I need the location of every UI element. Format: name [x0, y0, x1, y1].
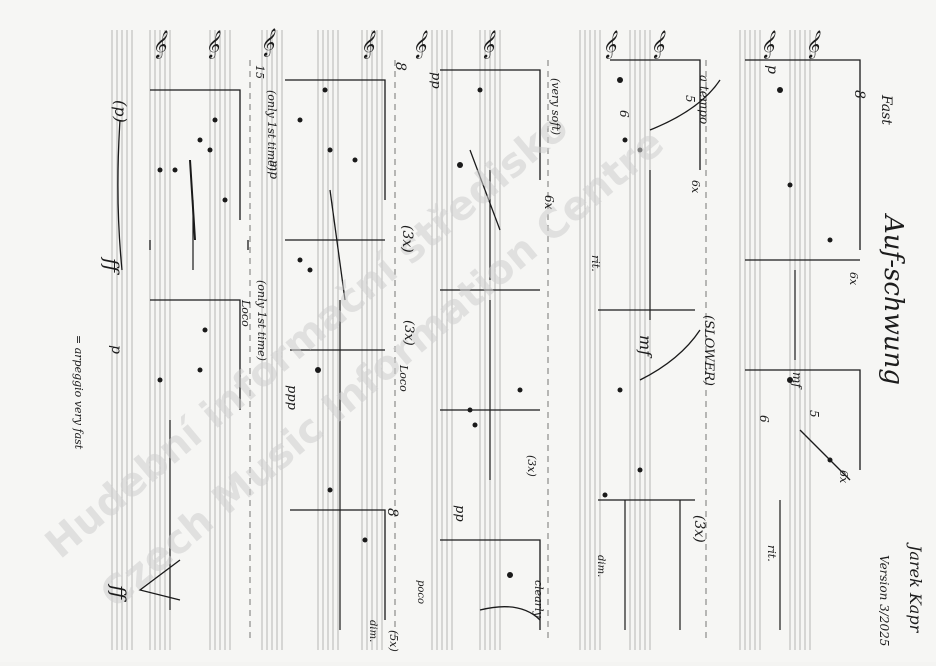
svg-text:𝄞: 𝄞 — [152, 30, 168, 59]
dim-2: dim. — [595, 555, 606, 577]
version: Version 3/2025 — [877, 555, 891, 646]
very-soft: (very soft) — [549, 78, 562, 135]
composer-signature: Jarek Kapr — [906, 542, 925, 634]
dim-1: dim. — [367, 620, 378, 642]
slower: (SLOWER) — [701, 315, 716, 386]
ottava-8-c: 8 — [851, 90, 867, 99]
dynamic-p-top: p — [764, 65, 780, 74]
arpeggio-note: = arpeggio very fast — [72, 335, 85, 450]
ottava-8-b: 8 — [384, 508, 400, 517]
tuplet-5: 5 — [683, 95, 697, 103]
rit-1: rit. — [589, 255, 602, 272]
dynamic-ff: ff — [100, 256, 124, 276]
repeat-3x-c: (3x) — [525, 455, 538, 477]
tuplet-6-b: 6 — [757, 415, 771, 423]
repeat-5x: (5x) — [387, 630, 400, 652]
svg-text:𝄞: 𝄞 — [650, 30, 666, 59]
loco-2: Loco — [397, 364, 410, 392]
clearly: clearly — [532, 580, 545, 619]
poco: poco — [415, 580, 426, 604]
repeat-3x-a: (3x) — [399, 225, 415, 253]
svg-text:𝄞: 𝄞 — [205, 30, 221, 59]
dynamic-pp-2: pp — [452, 505, 467, 522]
note-heads — [157, 77, 833, 578]
dynamic-p: p — [108, 345, 124, 354]
svg-text:𝄞: 𝄞 — [480, 30, 496, 59]
svg-text:𝄞: 𝄞 — [760, 30, 776, 59]
dynamic-mf-1: mf — [636, 335, 655, 359]
a-tempo: a tempo — [697, 75, 711, 124]
dynamic-mf-2: mf — [790, 372, 804, 390]
ottava-8-a: 8 — [392, 62, 408, 71]
repeat-3x-d: (3x) — [691, 515, 707, 543]
treble-clefs: 𝄞 𝄞 𝄞 𝄞 𝄞 𝄞 𝄞 𝄞 𝄞 𝄞 — [152, 28, 821, 59]
dynamic-pp-1: pp — [428, 72, 443, 89]
staff-lines — [111, 30, 811, 650]
handwritten-notation — [117, 59, 861, 630]
repeat-6x-c: 6x — [847, 272, 860, 286]
tuplet-6: 6 — [617, 110, 631, 118]
repeat-6x-d: 6x — [837, 470, 850, 484]
dynamic-ppp: ppp — [284, 385, 299, 411]
tempo-marking: Fast — [878, 94, 894, 125]
dynamic-p-bracketed: (p) — [111, 100, 130, 123]
svg-text:𝄞: 𝄞 — [805, 30, 821, 59]
repeat-6x-a: 6x — [542, 195, 556, 210]
repeat-6x-b: 6x — [689, 180, 702, 194]
first-time-note-1: (only 1st time) — [265, 90, 278, 171]
svg-text:𝄞: 𝄞 — [602, 30, 618, 59]
tuplet-5-b: 5 — [807, 410, 821, 418]
svg-text:𝄞: 𝄞 — [360, 30, 376, 59]
system-separators — [249, 60, 707, 640]
svg-text:𝄞: 𝄞 — [412, 30, 428, 59]
loco-1: Loco — [239, 299, 252, 327]
dynamic-mp: mp — [267, 160, 281, 179]
repeat-3x-b: (3x) — [401, 320, 416, 346]
title: Auf-schwung — [878, 213, 908, 385]
ottava-15: 15 — [253, 65, 266, 79]
svg-text:𝄞: 𝄞 — [260, 28, 276, 57]
dynamic-ff-bottom: ff — [107, 583, 131, 603]
first-time-note-2: (only 1st time) — [255, 280, 268, 361]
direction-arrows — [169, 170, 796, 630]
rit-2: rit. — [765, 545, 778, 562]
